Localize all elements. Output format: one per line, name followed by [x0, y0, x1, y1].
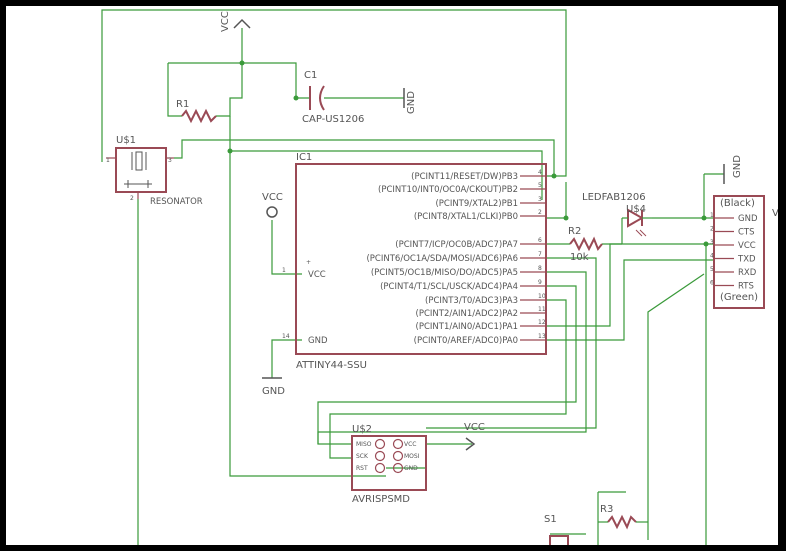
gnd-c1-symbol: GND [403, 88, 417, 114]
u2-left-pin-name: MISO [356, 441, 372, 448]
ic1-pin-name: (PCINT11/RESET/DW)PB3 [411, 172, 518, 182]
u2-right-pin-name: VCC [404, 441, 416, 448]
ftdi-pin-number: 5 [710, 266, 714, 273]
ic1-pin-number: 9 [538, 279, 542, 286]
u2-left-pin-name: SCK [356, 453, 369, 460]
vcc-u2-symbol: VCC [464, 422, 485, 451]
ftdi-pin-number: 1 [710, 212, 714, 219]
ic1-pin-number: 12 [538, 319, 546, 326]
vcc-left-symbol: VCC [262, 192, 283, 218]
ic1-pin-name: (PCINT3/T0/ADC3)PA3 [425, 296, 518, 306]
ic1-right-pins: (PCINT11/RESET/DW)PB3 4 (PCINT10/INT0/OC0A… [366, 169, 546, 346]
ftdi-pin-number: 3 [710, 239, 714, 246]
c1-value: CAP-US1206 [302, 114, 364, 125]
s1-label: S1 [544, 514, 557, 525]
resistor-r3: R3 [598, 504, 648, 530]
gnd-bottom-symbol: GND [262, 377, 285, 397]
ic1-pin-number: 13 [538, 333, 546, 340]
res-pin3: 3 [168, 157, 172, 164]
ic1-pin-number: 7 [538, 251, 542, 258]
gnd-right-label: GND [732, 155, 743, 178]
ic1-pin-number: 10 [538, 293, 546, 300]
ic1-pin-number: 6 [538, 237, 542, 244]
u2-left-pin-name: RST [356, 465, 368, 472]
wires [101, 9, 714, 545]
r1-label: R1 [176, 99, 189, 110]
u2-label: U$2 [352, 424, 372, 435]
ic1-pin-name: (PCINT9/XTAL2)PB1 [435, 199, 518, 209]
vcc-top-symbol: VCC [220, 11, 251, 32]
ic1-pin-number: 8 [538, 265, 542, 272]
capacitor-c1: C1 CAP-US1206 [302, 70, 364, 125]
ftdi-pin-name: GND [738, 214, 758, 224]
ic1-attiny44: IC1 ATTINY44-SSU + (PCINT11/RESET/DW)PB3… [282, 152, 547, 371]
ic1-pin-name: (PCINT7/ICP/OC0B/ADC7)PA7 [395, 240, 518, 250]
resonator-u1: U$1 RESONATOR 1 3 2 [106, 135, 203, 207]
ftdi-pin-number: 6 [710, 280, 714, 287]
vcc-left-label: VCC [262, 192, 283, 203]
r2-value: 10k [570, 252, 589, 263]
ic1-pin-number: 5 [538, 182, 542, 189]
ic1-pin-number: 11 [538, 306, 546, 313]
gnd-bottom-label: GND [262, 386, 285, 397]
vcc-u2-label: VCC [464, 422, 485, 433]
ic1-left-pin-name: GND [308, 336, 328, 346]
ic1-pin-name: (PCINT10/INT0/OC0A/CKOUT)PB2 [378, 185, 518, 195]
ic1-left-pin-name: VCC [308, 270, 326, 280]
gnd-c1-label: GND [406, 91, 417, 114]
ftdi-pin-name: RXD [738, 268, 757, 278]
res-pin2: 2 [130, 195, 134, 202]
u4-label: U$4 [626, 204, 646, 215]
u2-part: AVRISPSMD [352, 494, 410, 505]
gnd-right-symbol: GND [704, 155, 743, 184]
resistor-r1: R1 [176, 99, 217, 124]
u2-pins: MISO SCK RST VCC MOSI GND [356, 438, 420, 474]
ic1-left-pin-number: 1 [282, 267, 286, 274]
schematic-canvas: VCC C1 CAP-US1206 GND R1 U$1 RESONATOR 1… [101, 9, 778, 545]
programmer-u2: U$2 AVRISPSMD MISO SCK RST VCC MOSI GND [351, 424, 427, 505]
ic1-pin-name: (PCINT5/OC1B/MISO/DO/ADC5)PA5 [371, 268, 518, 278]
ic1-pin-name: (PCINT0/AREF/ADC0)PA0 [414, 336, 518, 346]
vcc-top-label: VCC [220, 11, 231, 32]
ic1-pin-number: 4 [538, 169, 542, 176]
junctions [227, 60, 709, 247]
led-label: LEDFAB1206 [582, 192, 646, 203]
ftdi-pin-name: VCC [738, 241, 756, 251]
ic1-plus: + [306, 259, 311, 266]
switch-s1: S1 [544, 514, 569, 545]
ftdi-pin-number: 2 [710, 226, 714, 233]
resonator-label: RESONATOR [150, 197, 203, 207]
ic1-pin-name: (PCINT4/T1/SCL/USCK/ADC4)PA4 [380, 282, 518, 292]
schematic-sheet: VCC C1 CAP-US1206 GND R1 U$1 RESONATOR 1… [6, 6, 778, 545]
ftdi-pin-name: TXD [737, 255, 756, 265]
ic1-left-pin-number: 14 [282, 333, 290, 340]
ftdi-pin-name: CTS [738, 228, 755, 238]
led-u4: LEDFAB1206 U$4 [582, 192, 652, 237]
ftdi-bottom-label: (Green) [720, 292, 758, 303]
ftdi-pin-name: RTS [738, 282, 754, 292]
res-pin1: 1 [106, 157, 110, 164]
ftdi-top-label: (Black) [720, 198, 755, 209]
r3-label: R3 [600, 504, 613, 515]
ic1-part: ATTINY44-SSU [296, 360, 367, 371]
ftdi-pin-number: 4 [710, 253, 714, 260]
ic1-label: IC1 [296, 152, 312, 163]
resistor-r2: R2 10k [568, 226, 603, 263]
ic1-pin-number: 2 [538, 209, 542, 216]
u1-label: U$1 [116, 135, 136, 146]
ic1-pin-name: (PCINT2/AIN1/ADC2)PA2 [416, 309, 518, 319]
r2-label: R2 [568, 226, 581, 237]
ic1-pin-name: (PCINT8/XTAL1/CLKI)PB0 [414, 212, 518, 222]
u2-right-pin-name: MOSI [404, 453, 420, 460]
ic1-pin-name: (PCINT1/AIN0/ADC1)PA1 [416, 322, 518, 332]
c1-label: C1 [304, 70, 317, 81]
ftdi-cut-label: V [772, 208, 778, 219]
ic1-pin-number: 3 [538, 196, 542, 203]
ic1-pin-name: (PCINT6/OC1A/SDA/MOSI/ADC6)PA6 [366, 254, 518, 264]
u2-right-pin-name: GND [404, 465, 418, 472]
